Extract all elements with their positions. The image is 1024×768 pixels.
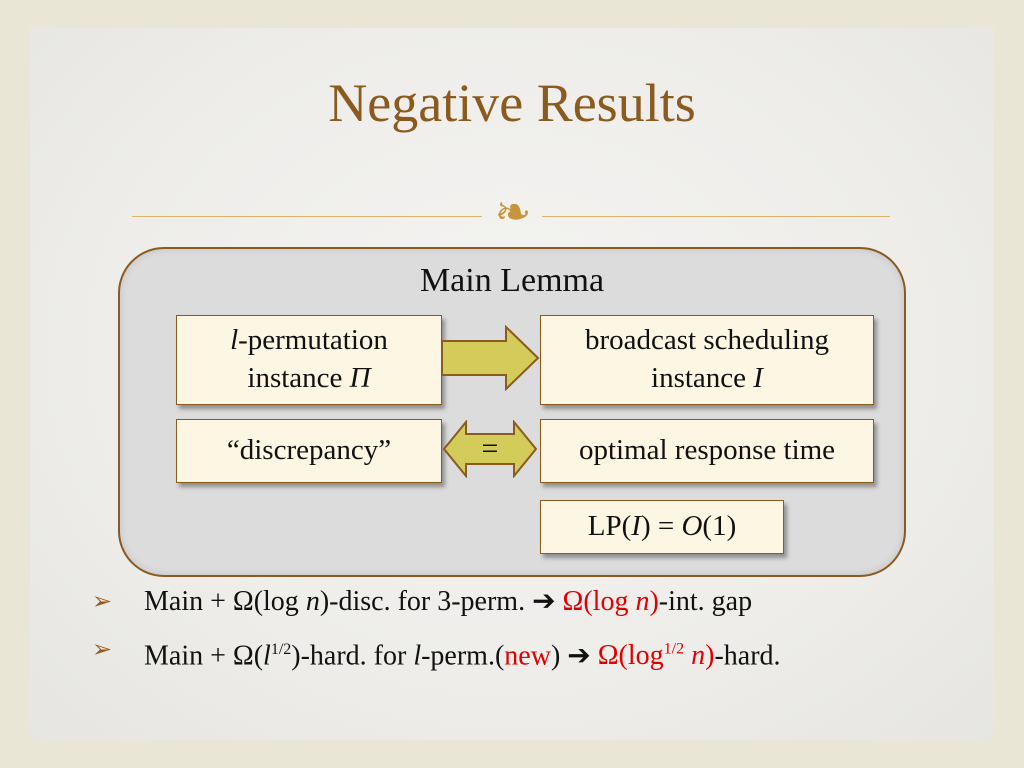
permutation-instance-var: Π [349,362,371,394]
lp-var1: I [631,510,641,543]
title-rule-left [132,216,482,217]
bullet2-red: Ω(log1/2 n) [598,640,715,671]
lp-var2: O [681,510,703,543]
implies-arrow-icon: ➔ [567,640,591,672]
permutation-var: l [230,324,239,357]
bullet1-red-a: Ω(log [562,586,636,617]
title-rule-right [542,216,890,217]
bullet2-var-l2: l [413,640,422,672]
lp-post: (1) [702,510,737,543]
bullet-item-2: ➢ Main + Ω(l1/2)-hard. for l-perm.(new) … [92,632,781,680]
bullet2-tail: -hard. [714,640,781,672]
optimal-response-box: optimal response time [540,419,874,483]
bullet2-text-a: Main + Ω( [144,640,264,672]
bullet-arrow-icon: ➢ [92,589,113,615]
reduction-arrow-icon [441,325,540,391]
bullet1-red: Ω(log n) [563,586,659,617]
bullet1-tail: -int. gap [658,586,753,617]
bullet2-red-var: n [691,640,706,672]
bullet1-var-n: n [305,586,320,617]
broadcast-instance-box: broadcast scheduling instance I [540,315,874,405]
main-lemma-title: Main Lemma [419,262,605,299]
bullet2-red-a: Ω(log [597,640,664,672]
bullet2-text-b: )-hard. for [291,640,414,672]
bullet-list: ➢ Main + Ω(log n)-disc. for 3-perm. ➔ Ω(… [92,584,781,680]
bullet2-sup: 1/2 [270,641,292,658]
bullet2-text-c: -perm.( [421,640,505,672]
bullet1-red-b: ) [649,586,659,617]
lp-mid: ) = [640,510,682,543]
discrepancy-box: “discrepancy” [176,419,442,483]
bullet2-var-l: l [263,640,271,672]
new-label: new [504,640,551,672]
bullet2-text-d: ) [550,640,568,672]
broadcast-line1: broadcast scheduling [584,324,829,357]
bullet-item-1: ➢ Main + Ω(log n)-disc. for 3-perm. ➔ Ω(… [92,584,781,632]
permutation-line1: -permutation [238,324,388,357]
permutation-instance-box: l-permutation instance Π [176,315,442,405]
equivalence-double-arrow-icon [442,420,538,478]
broadcast-instance-var: I [753,362,763,394]
broadcast-line2: instance [651,362,754,394]
bullet2-red-sup: 1/2 [663,641,685,658]
bullet1-red-var: n [635,586,650,617]
bullet1-text-a: Main + Ω(log [144,586,306,617]
implies-arrow-icon: ➔ [532,586,556,617]
bullet1-text-b: )-disc. for 3-perm. [319,586,533,617]
bullet2-red-b: ) [705,640,715,672]
lp-pre: LP( [587,510,632,543]
ornament-flourish-icon: ❧ [494,188,532,237]
bullet-arrow-icon: ➢ [92,637,113,663]
equals-label: = [481,432,499,465]
slide-title: Negative Results [328,73,696,133]
permutation-line2: instance [247,362,350,394]
lp-value-box: LP(I) = O(1) [540,500,784,554]
